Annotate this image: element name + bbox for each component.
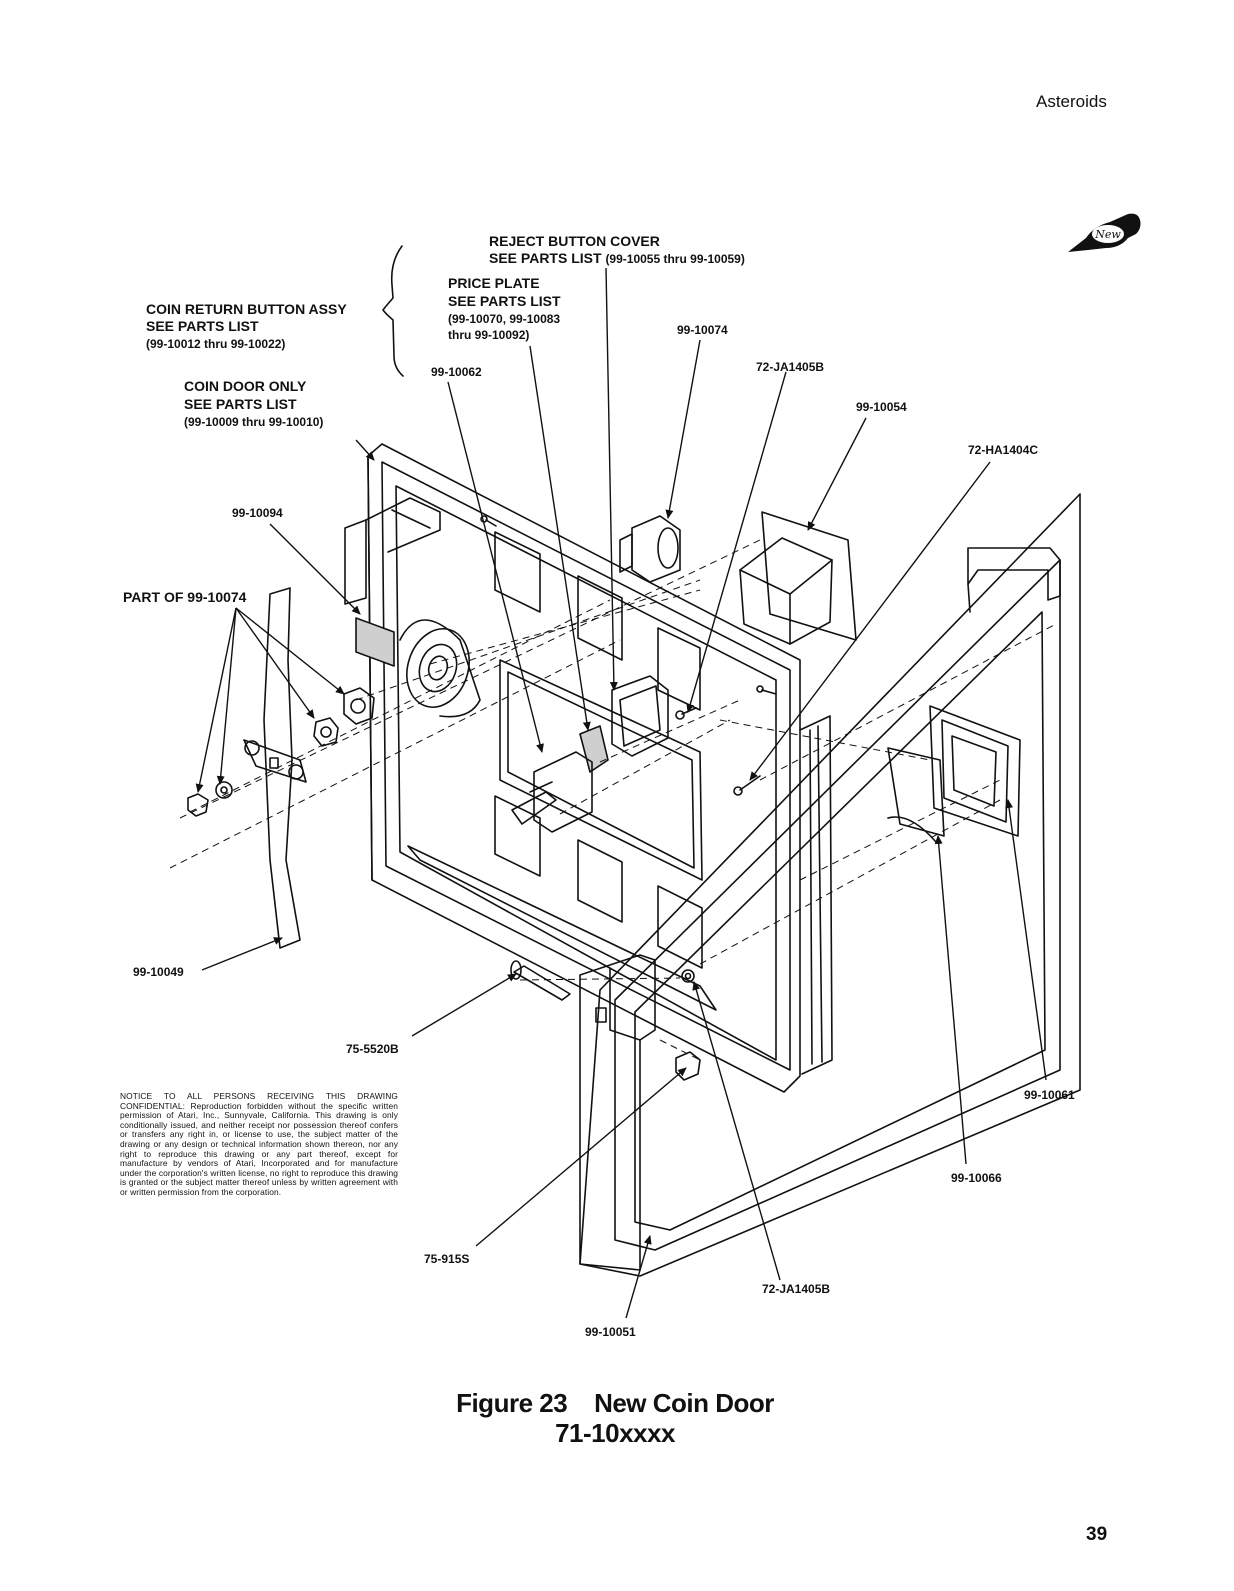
label-99-10062: 99-10062 xyxy=(431,365,482,379)
leader-reject-cover xyxy=(606,268,618,691)
label-coin-door-range: (99-10009 thru 99-10010) xyxy=(184,415,324,429)
lock-arm-99-10049 xyxy=(264,588,300,948)
label-reject-button-cover: REJECT BUTTON COVER xyxy=(489,233,660,249)
figure-caption-number: 71-10xxxx xyxy=(555,1418,675,1448)
outer-frame-inner xyxy=(615,560,1060,1250)
label-99-10066: 99-10066 xyxy=(951,1171,1002,1185)
leader-99-10094 xyxy=(270,524,361,615)
leader-99-10054 xyxy=(808,418,866,531)
lower-mount-bracket xyxy=(580,955,655,1270)
label-72-ja1405b-top: 72-JA1405B xyxy=(756,360,825,374)
page-number: 39 xyxy=(1086,1524,1108,1545)
leader-72-ha1404c xyxy=(749,462,990,781)
leader-99-10061 xyxy=(1005,799,1046,1080)
new-badge-hand-icon: New xyxy=(1068,213,1141,252)
label-price-range-1: (99-10070, 99-10083 xyxy=(448,312,561,326)
leader-99-10062 xyxy=(448,382,544,753)
label-72-ja1405b-bottom: 72-JA1405B xyxy=(762,1282,831,1296)
label-coin-return-see: SEE PARTS LIST xyxy=(146,318,259,334)
page-header-title: Asteroids xyxy=(1036,92,1107,111)
label-coin-door-see: SEE PARTS LIST xyxy=(184,396,297,412)
label-99-10074: 99-10074 xyxy=(677,323,728,337)
leader-99-10051 xyxy=(626,1235,652,1318)
label-price-plate: PRICE PLATE xyxy=(448,275,540,291)
label-price-see-parts: SEE PARTS LIST xyxy=(448,293,561,309)
label-72-ha1404c: 72-HA1404C xyxy=(968,443,1039,457)
coin-return-brace xyxy=(383,246,403,376)
coin-door-body-outline xyxy=(368,444,800,1092)
leader-75-915s xyxy=(476,1067,687,1246)
leader-72-ja1405b-bot xyxy=(692,981,780,1280)
leader-99-10074 xyxy=(665,340,700,519)
label-coin-door-only: COIN DOOR ONLY xyxy=(184,378,307,394)
confidential-notice: NOTICE TO ALL PERSONS RECEIVING THIS DRA… xyxy=(120,1091,398,1197)
leader-99-10049 xyxy=(202,937,283,970)
label-coin-return-range: (99-10012 thru 99-10022) xyxy=(146,337,286,351)
label-part-of-99-10074: PART OF 99-10074 xyxy=(123,589,247,605)
label-75-915s: 75-915S xyxy=(424,1252,470,1266)
label-99-10051: 99-10051 xyxy=(585,1325,636,1339)
leader-price-plate xyxy=(530,346,591,731)
leader-coin-door xyxy=(356,440,375,461)
label-coin-return-assy: COIN RETURN BUTTON ASSY xyxy=(146,301,347,317)
label-price-range-2: thru 99-10092) xyxy=(448,328,530,342)
label-reject-see-parts: SEE PARTS LIST (99-10055 thru 99-10059) xyxy=(489,250,745,266)
label-75-5520b: 75-5520B xyxy=(346,1042,399,1056)
label-99-10094: 99-10094 xyxy=(232,506,283,520)
leader-99-10066 xyxy=(934,835,966,1164)
new-badge-text: New xyxy=(1094,228,1121,241)
label-99-10049: 99-10049 xyxy=(133,965,184,979)
label-99-10061: 99-10061 xyxy=(1024,1088,1075,1102)
outer-frame-outline xyxy=(580,494,1080,1276)
label-99-10054: 99-10054 xyxy=(856,400,907,414)
leader-75-5520b xyxy=(412,974,517,1036)
leader-72-ja1405b-top xyxy=(686,372,786,713)
figure-caption-title: Figure 23 New Coin Door xyxy=(456,1388,774,1418)
